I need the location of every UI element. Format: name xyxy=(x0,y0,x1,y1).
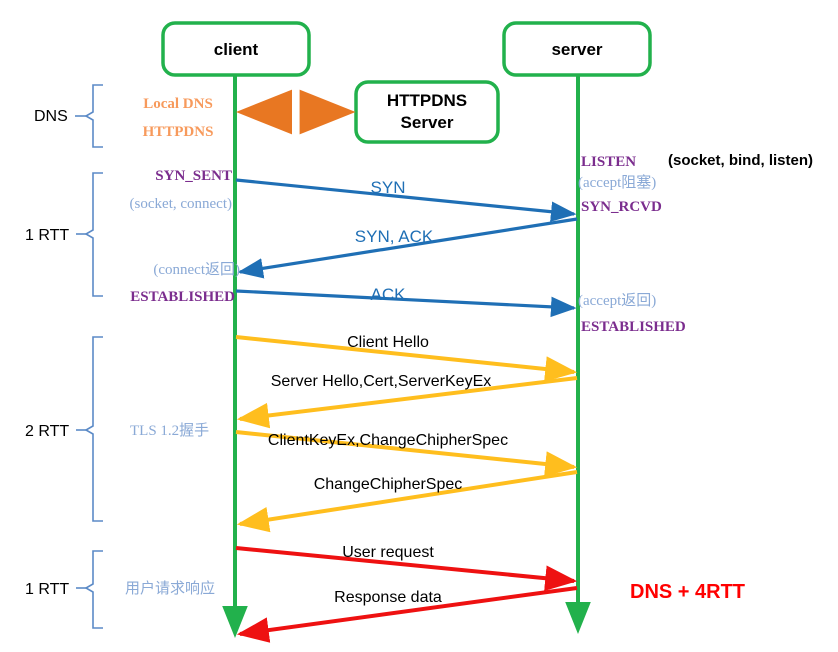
phase-label-rtt1-data: 1 RTT xyxy=(25,581,69,598)
phase-label-rtt2-tls: 2 RTT xyxy=(25,423,69,440)
message-label-syn: SYN xyxy=(371,178,406,197)
phase-bracket-rtt2-tls xyxy=(76,336,103,522)
server-box-label: server xyxy=(551,40,602,59)
node-httpdns-server[interactable]: HTTPDNS Server xyxy=(354,80,500,144)
httpdns-server-box-label-line2: Server xyxy=(401,113,454,132)
message-arrow-change-chipher-spec xyxy=(236,470,578,533)
message-arrow-user-request xyxy=(235,546,578,591)
client-note-connect-return: (connect返回) xyxy=(153,261,240,278)
node-client[interactable]: client xyxy=(161,21,311,77)
server-note-accept-block: (accept阻塞) xyxy=(578,173,656,191)
httpdns-server-box[interactable] xyxy=(354,80,500,144)
message-arrow-server-hello xyxy=(236,376,578,429)
local-dns-label: Local DNS xyxy=(143,96,213,112)
message-arrow-syn xyxy=(235,178,577,222)
client-box[interactable] xyxy=(161,21,311,77)
message-label-response-data: Response data xyxy=(334,589,442,606)
phase-label-rtt1-tcp: 1 RTT xyxy=(25,227,69,244)
server-state-established: ESTABLISHED xyxy=(581,319,686,335)
message-arrow-response-data xyxy=(236,586,578,643)
server-state-syn-rcvd: SYN_RCVD xyxy=(581,199,662,215)
client-state-established: ESTABLISHED xyxy=(130,289,235,305)
message-label-client-hello: Client Hello xyxy=(347,334,429,351)
message-arrow-client-key-ex xyxy=(235,430,578,477)
message-label-user-request: User request xyxy=(342,544,434,561)
phase-bracket-rtt1-tcp xyxy=(76,172,103,297)
message-label-ack: ACK xyxy=(371,285,407,304)
server-state-listen: LISTEN xyxy=(581,154,636,170)
httpdns-server-box-label-line1: HTTPDNS xyxy=(387,91,467,110)
summary-total-label: DNS + 4RTT xyxy=(630,581,745,603)
phase-bracket-rtt1-data xyxy=(76,550,103,629)
message-label-server-hello: Server Hello,Cert,ServerKeyEx xyxy=(271,373,492,390)
server-note-accept-return: (accept返回) xyxy=(578,292,656,309)
message-label-change-chipher-spec: ChangeChipherSpec xyxy=(314,476,463,493)
node-server[interactable]: server xyxy=(502,21,652,77)
annotation-user-request-response: 用户请求响应 xyxy=(125,579,215,597)
client-state-syn-sent: SYN_SENT xyxy=(155,168,232,184)
message-arrow-client-hello xyxy=(235,335,578,382)
phase-bracket-dns xyxy=(75,84,103,148)
client-note-socket-connect: (socket, connect) xyxy=(130,196,232,212)
message-arrow-syn-ack xyxy=(237,217,578,279)
phase-label-dns: DNS xyxy=(34,108,68,125)
client-box-label: client xyxy=(214,40,259,59)
httpdns-label: HTTPDNS xyxy=(143,124,214,140)
message-label-syn-ack: SYN, ACK xyxy=(355,227,434,246)
message-label-client-key-ex: ClientKeyEx,ChangeChipherSpec xyxy=(268,432,508,449)
message-arrow-ack xyxy=(235,289,577,318)
server-box[interactable] xyxy=(502,21,652,77)
annotation-tls-handshake: TLS 1.2握手 xyxy=(130,422,209,439)
server-note-socket-bind-listen: (socket, bind, listen) xyxy=(668,152,813,169)
